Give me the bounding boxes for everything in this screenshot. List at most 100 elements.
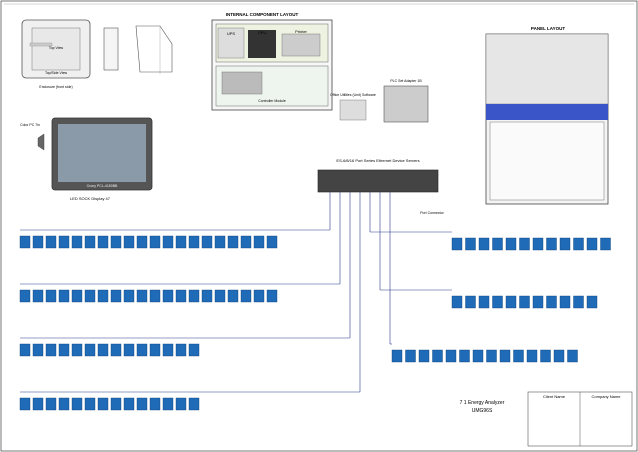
energy-analyzer — [19, 289, 31, 303]
switch-label: ES-6/8/16 Port Series Ethernet Device Se… — [336, 158, 419, 163]
internal-label-printer: Printer — [295, 29, 307, 34]
energy-analyzer — [175, 397, 187, 411]
energy-analyzer — [214, 289, 226, 303]
energy-analyzer — [432, 349, 443, 363]
energy-analyzer — [505, 295, 517, 309]
energy-analyzer — [58, 289, 70, 303]
energy-analyzer — [553, 349, 565, 363]
energy-analyzer — [532, 295, 544, 309]
energy-analyzer — [559, 295, 571, 309]
bottom-label-line2: UMG96S — [472, 408, 493, 414]
internal-bottom-label: Controller Module — [258, 99, 286, 103]
energy-analyzer — [32, 235, 44, 249]
energy-analyzer — [214, 235, 226, 249]
hmi-label: LED SOCK Display 47 — [70, 196, 111, 201]
energy-analyzer — [478, 237, 490, 251]
energy-analyzer — [19, 235, 31, 249]
energy-analyzer — [405, 349, 416, 363]
internal-title: INTERNAL COMPONENT LAYOUT — [226, 12, 299, 17]
energy-analyzer — [227, 235, 239, 249]
energy-analyzer — [123, 235, 135, 249]
enclosure-caption: Enclosure (front side) — [39, 85, 72, 89]
energy-analyzer — [240, 289, 252, 303]
energy-analyzer — [567, 349, 578, 363]
software-label: Office Utilities (Unit) Software — [330, 93, 376, 97]
energy-analyzer — [97, 397, 109, 411]
energy-analyzer — [253, 235, 265, 249]
energy-analyzer — [188, 235, 200, 249]
energy-analyzer — [478, 295, 490, 309]
hmi-brand: Crony PCL-4150BB — [87, 184, 118, 188]
energy-analyzer — [188, 289, 200, 303]
energy-analyzer — [175, 235, 187, 249]
energy-analyzer — [58, 343, 70, 357]
energy-analyzer — [32, 289, 44, 303]
energy-analyzer — [201, 289, 213, 303]
internal-label-cpu: CPU — [258, 30, 267, 35]
energy-analyzer — [84, 343, 96, 357]
energy-analyzer — [71, 235, 83, 249]
energy-analyzer — [472, 349, 484, 363]
hmi-panel: Crony PCL-4150BB LED SOCK Display 47 Col… — [20, 117, 153, 201]
energy-analyzer — [162, 289, 174, 303]
bus-lines — [20, 192, 452, 393]
energy-analyzer — [188, 397, 200, 411]
energy-analyzer — [162, 235, 174, 249]
energy-analyzer — [201, 235, 213, 249]
legend-client: Client Name — [543, 394, 566, 399]
energy-analyzer — [492, 237, 503, 251]
energy-analyzer — [71, 343, 83, 357]
enclosure-drawing: Top View Top/Side View Enclosure (front … — [21, 19, 119, 89]
enclosure-top-label: Top View — [49, 46, 64, 50]
internal-label-ups: UPS — [227, 31, 236, 36]
speaker-label: Color PC 7in — [20, 123, 40, 127]
energy-analyzer — [71, 289, 83, 303]
energy-analyzer — [97, 235, 109, 249]
energy-analyzer — [465, 295, 476, 309]
energy-analyzer — [451, 295, 463, 309]
bottom-label-line1: 7 1 Energy Analyzer — [460, 400, 505, 406]
energy-analyzer — [266, 235, 278, 249]
energy-analyzer — [162, 343, 174, 357]
energy-analyzer — [266, 289, 278, 303]
energy-analyzer — [253, 289, 265, 303]
energy-analyzer — [573, 295, 584, 309]
energy-analyzer — [149, 235, 161, 249]
side-profile-drawing — [135, 25, 173, 74]
energy-analyzer — [175, 289, 187, 303]
energy-analyzer — [71, 397, 83, 411]
energy-analyzer — [110, 289, 122, 303]
internal-layout: INTERNAL COMPONENT LAYOUT UPS CPU Printe… — [211, 12, 333, 111]
energy-analyzer — [110, 235, 122, 249]
energy-analyzer — [546, 237, 557, 251]
energy-analyzer — [175, 343, 187, 357]
energy-analyzer — [573, 237, 584, 251]
energy-analyzer — [586, 237, 598, 251]
speaker-icon — [37, 133, 45, 151]
energy-analyzer — [505, 237, 517, 251]
energy-analyzer — [519, 295, 530, 309]
energy-analyzer — [45, 397, 57, 411]
energy-analyzer — [546, 295, 557, 309]
energy-analyzer — [97, 289, 109, 303]
energy-analyzer — [149, 397, 161, 411]
energy-analyzer — [559, 237, 571, 251]
energy-analyzer — [58, 397, 70, 411]
energy-analyzer — [391, 349, 403, 363]
energy-analyzer — [451, 237, 463, 251]
energy-analyzer — [19, 397, 31, 411]
energy-analyzer — [110, 343, 122, 357]
energy-analyzer — [97, 343, 109, 357]
energy-analyzer — [499, 349, 511, 363]
energy-analyzer — [136, 397, 148, 411]
analyzer-grid — [19, 235, 611, 411]
energy-analyzer — [459, 349, 470, 363]
energy-analyzer — [519, 237, 530, 251]
energy-analyzer — [19, 343, 31, 357]
software-plc: Office Utilities (Unit) Software PLC Set… — [330, 79, 429, 123]
energy-analyzer — [586, 295, 598, 309]
energy-analyzer — [123, 397, 135, 411]
ethernet-switch: ES-6/8/16 Port Series Ethernet Device Se… — [317, 158, 445, 215]
energy-analyzer — [45, 235, 57, 249]
